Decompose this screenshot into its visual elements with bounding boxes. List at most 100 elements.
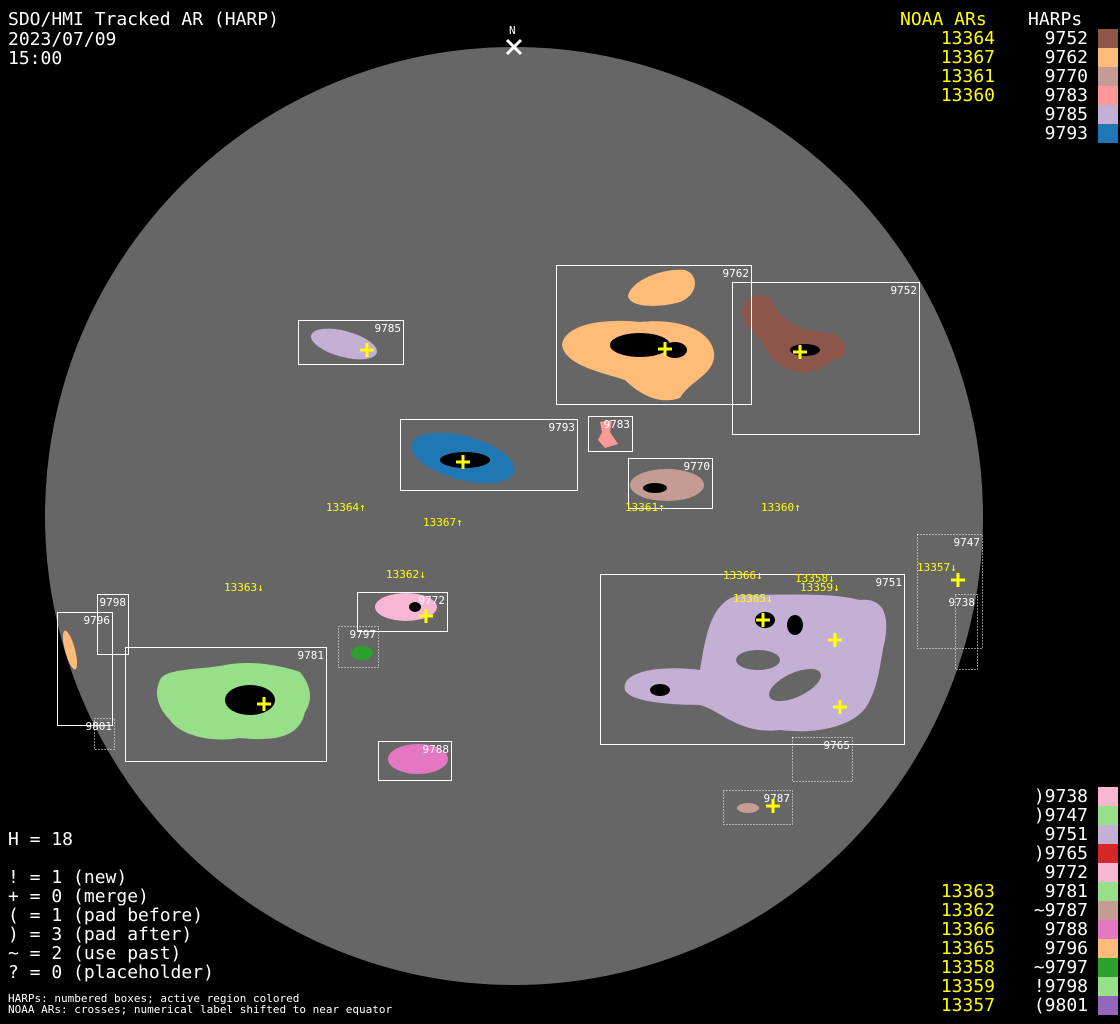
region-9751-hole xyxy=(769,668,821,702)
harp-box-label: 9785 xyxy=(375,322,402,335)
legend-color-swatch xyxy=(1098,844,1118,863)
noaa-cross-icon xyxy=(766,799,780,813)
region-9785 xyxy=(310,328,378,360)
legend-harp: (9801 xyxy=(1033,995,1088,1016)
harp-box-label: 9788 xyxy=(423,743,450,756)
legend-noaa: 13361 xyxy=(940,66,995,87)
noaa-crosses xyxy=(257,342,965,813)
legend-harp: )9747 xyxy=(1033,805,1088,826)
h-count: H = 18 xyxy=(8,829,74,850)
harp-box xyxy=(723,790,793,825)
status-count-line: ( = 1 (pad before) xyxy=(8,905,204,926)
harp-box-label: 9738 xyxy=(949,596,976,609)
harp-box xyxy=(556,265,752,405)
harp-box xyxy=(57,612,113,726)
harp-box-label: 9762 xyxy=(723,267,750,280)
region-9751-hole xyxy=(736,650,780,670)
harp-box-label: 9772 xyxy=(419,594,446,607)
region-9770 xyxy=(630,469,704,501)
noaa-label: 13366↓ xyxy=(723,569,763,582)
noaa-label: 13362↓ xyxy=(386,568,426,581)
legend-harp: )9765 xyxy=(1033,843,1088,864)
legend-color-swatch xyxy=(1098,996,1118,1015)
legend-harp: 9781 xyxy=(1044,881,1088,902)
harp-box xyxy=(628,458,713,509)
noaa-cross-icon xyxy=(951,573,965,587)
noaa-cross-icon xyxy=(257,697,271,711)
legend-color-swatch xyxy=(1098,825,1118,844)
noaa-label: 13358↓ xyxy=(795,572,835,585)
status-count-line: ? = 0 (placeholder) xyxy=(8,962,214,983)
legend-harp: 9793 xyxy=(1044,123,1088,144)
legend-noaa: 13359 xyxy=(940,976,995,997)
legend-noaa: 13363 xyxy=(940,881,995,902)
legend-color-swatch xyxy=(1098,977,1118,996)
legend-color-swatch xyxy=(1098,67,1118,86)
harp-box-label: 9783 xyxy=(604,418,631,431)
legend-color-swatch xyxy=(1098,29,1118,48)
status-count-line: ~ = 2 (use past) xyxy=(8,943,182,964)
legend-color-swatch xyxy=(1098,958,1118,977)
harp-box xyxy=(378,741,452,781)
active-regions xyxy=(62,269,887,813)
harp-box xyxy=(917,534,983,649)
legend-color-swatch xyxy=(1098,863,1118,882)
legend-harp: 9772 xyxy=(1044,862,1088,883)
north-label: N xyxy=(509,24,516,37)
legend-noaa: 13367 xyxy=(940,47,995,68)
legend-noaa: 13362 xyxy=(940,900,995,921)
noaa-label: 13357↓ xyxy=(917,561,957,574)
title: SDO/HMI Tracked AR (HARP) xyxy=(8,9,279,30)
legend-color-swatch xyxy=(1098,48,1118,67)
legend-harp: ~9787 xyxy=(1033,900,1088,921)
time: 15:00 xyxy=(8,48,63,69)
legend-noaa: 13358 xyxy=(940,957,995,978)
noaa-cross-icon xyxy=(828,633,842,647)
noaa-label: 13364↑ xyxy=(326,501,366,514)
noaa-cross-icon xyxy=(456,455,470,469)
noaa-label: 13363↓ xyxy=(224,581,264,594)
noaa-label: 13360↑ xyxy=(761,501,801,514)
harp-box-label: 9751 xyxy=(876,576,903,589)
solar-disk xyxy=(45,47,983,985)
legend-harp: 9751 xyxy=(1044,824,1088,845)
legend-noaa: 13364 xyxy=(940,28,995,49)
legend-harp: 9762 xyxy=(1044,47,1088,68)
region-9797 xyxy=(351,646,373,660)
noaa-label: 13361↑ xyxy=(625,501,665,514)
harp-box-label: 9747 xyxy=(954,536,981,549)
region-9752 xyxy=(741,294,846,373)
legend-harp: 9770 xyxy=(1044,66,1088,87)
harp-box-label: 9797 xyxy=(350,628,377,641)
harp-box xyxy=(955,594,978,670)
noaa-cross-icon xyxy=(833,700,847,714)
legend-color-swatch xyxy=(1098,105,1118,124)
noaa-header: NOAA ARs xyxy=(900,9,987,30)
legend-color-swatch xyxy=(1098,124,1118,143)
legend-harp: !9798 xyxy=(1033,976,1088,997)
harp-box-label: 9765 xyxy=(824,739,851,752)
legend-harp: 9752 xyxy=(1044,28,1088,49)
north-marker-icon xyxy=(505,38,523,56)
harp-box xyxy=(588,416,633,452)
region-9788 xyxy=(388,744,448,774)
legend-color-swatch xyxy=(1098,806,1118,825)
date: 2023/07/09 xyxy=(8,29,117,50)
noaa-cross-icon xyxy=(756,613,770,627)
harp-box xyxy=(298,320,404,365)
legend-harp: 9783 xyxy=(1044,85,1088,106)
harp-box xyxy=(732,282,920,435)
harp-box-label: 9796 xyxy=(84,614,111,627)
legend-color-swatch xyxy=(1098,86,1118,105)
noaa-label: 13359↓ xyxy=(800,581,840,594)
legend-noaa: 13365 xyxy=(940,938,995,959)
footnote-harps: HARPs: numbered boxes; active region col… xyxy=(8,992,300,1005)
status-count-line: + = 0 (merge) xyxy=(8,886,149,907)
harp-box-label: 9781 xyxy=(298,649,325,662)
harp-box-label: 9798 xyxy=(100,596,127,609)
harp-box-label: 9793 xyxy=(549,421,576,434)
noaa-label: 13367↑ xyxy=(423,516,463,529)
legend-color-swatch xyxy=(1098,787,1118,806)
